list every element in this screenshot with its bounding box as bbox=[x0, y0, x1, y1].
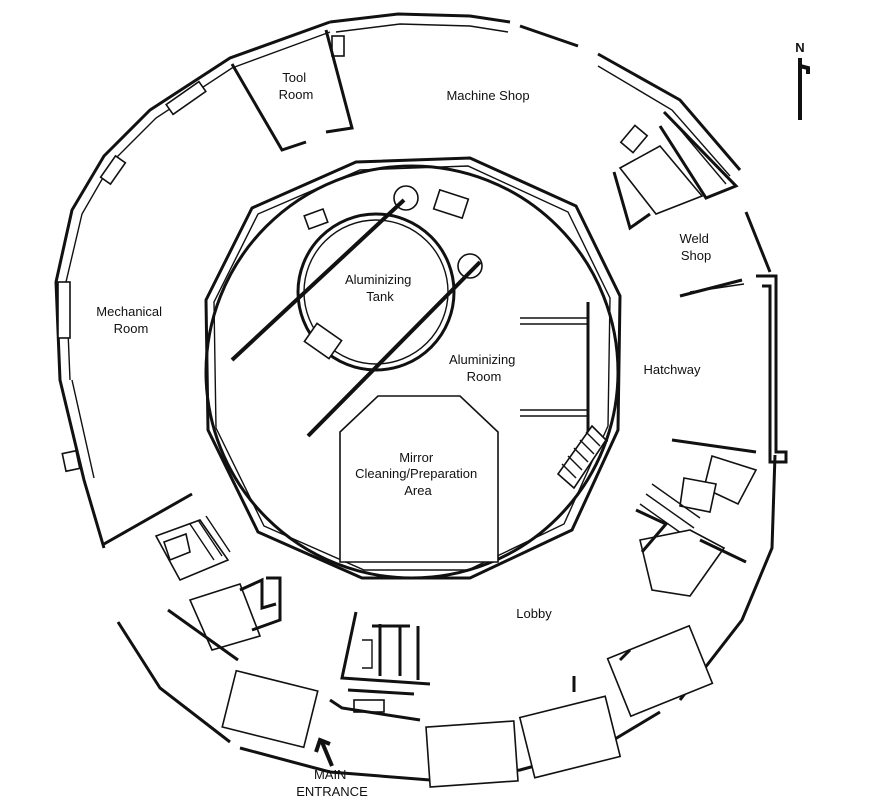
mirror-cleaning-room bbox=[339, 395, 499, 563]
north-arrow bbox=[798, 58, 810, 120]
weld-shop-walls bbox=[612, 110, 745, 298]
label-mechanical-room: Mechanical Room bbox=[96, 304, 165, 336]
lower-annex-rooms bbox=[221, 624, 714, 788]
label-tool-room: Tool Room bbox=[279, 70, 314, 102]
entrance-arrow-icon bbox=[314, 737, 334, 767]
label-main-entrance: MAIN ENTRANCE bbox=[296, 767, 368, 799]
label-weld-shop: Weld Shop bbox=[679, 231, 712, 263]
lower-left-stairs bbox=[103, 492, 282, 662]
label-aluminizing-tank: Aluminizing Tank bbox=[345, 272, 415, 304]
inner-polygon bbox=[204, 156, 622, 580]
aluminizing-tank bbox=[230, 185, 483, 438]
lobby-walls bbox=[329, 611, 632, 722]
room-labels: Tool Room Machine Shop Weld Shop Mechani… bbox=[96, 40, 804, 799]
tool-room-walls bbox=[230, 29, 354, 152]
label-aluminizing-room: Aluminizing Room bbox=[449, 352, 519, 384]
label-hatchway: Hatchway bbox=[643, 362, 701, 377]
label-north: N bbox=[795, 40, 804, 55]
lower-right-stairs bbox=[635, 454, 758, 597]
label-machine-shop: Machine Shop bbox=[446, 88, 529, 103]
label-lobby: Lobby bbox=[516, 606, 552, 621]
label-mirror-cleaning: Mirror Cleaning/Preparation Area bbox=[355, 450, 481, 498]
hatch-stair bbox=[556, 424, 608, 490]
